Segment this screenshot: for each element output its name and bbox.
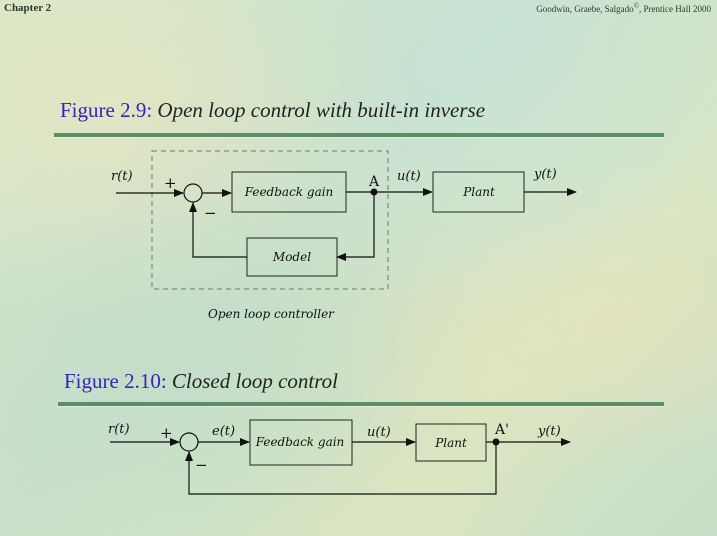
publisher-credit: Goodwin, Graebe, Salgado©, Prentice Hall… [536,2,711,14]
fig10-input-label: r(t) [108,422,130,437]
figure-2-9-caption: Open loop control with built-in inverse [157,98,486,122]
model-feedback-line [189,202,247,258]
fig9-model-label: Model [272,250,311,264]
fig9-control-label: u(t) [397,169,421,184]
figure-2-9-rule [54,133,664,137]
figure-2-10-title: Figure 2.10: Closed loop control [64,369,338,394]
figure-2-9-title: Figure 2.9: Open loop control with built… [60,98,485,123]
chapter-label: Chapter 2 [4,2,52,14]
summing-junction [183,183,203,203]
fig9-output-label: y(t) [533,167,557,182]
node-to-model-line [336,192,375,261]
fig10-summing-junction [179,432,199,452]
figure-2-9-diagram: r(t) + − Feedback gain A u(t) Plant y(t)… [111,150,577,321]
figure-2-9-number: Figure 2.9: [60,98,153,122]
fig9-feedback-gain-label: Feedback gain [244,185,334,199]
fig10-node-a-prime-label: A' [494,422,509,438]
credit-publisher: , Prentice Hall 2000 [639,4,711,14]
credit-authors: Goodwin, Graebe, Salgado [536,4,634,14]
fig10-feedback-line [185,442,497,495]
credit-copyright: © [633,2,640,10]
figure-2-10-number: Figure 2.10: [64,369,167,393]
open-loop-controller-boundary [151,150,389,290]
fig10-plus-sign: + [160,424,173,442]
fig9-plant-label: Plant [462,185,495,199]
fig10-minus-sign: − [195,456,208,474]
fig10-error-label: e(t) [212,424,235,439]
fig10-plant-label: Plant [434,436,467,450]
fig9-minus-sign: − [204,204,217,222]
figure-2-10-diagram: r(t) + − e(t) Feedback gain u(t) Plant A… [108,419,571,495]
figure-2-10-rule [58,402,664,406]
open-loop-controller-label: Open loop controller [208,307,335,321]
fig10-control-label: u(t) [367,425,391,440]
fig9-plus-sign: + [164,174,177,192]
fig9-node-a-label: A [368,174,380,190]
fig10-feedback-gain-label: Feedback gain [255,435,345,449]
figure-2-10-caption: Closed loop control [171,369,338,393]
fig10-output-label: y(t) [537,424,561,439]
fig9-input-label: r(t) [111,169,133,184]
